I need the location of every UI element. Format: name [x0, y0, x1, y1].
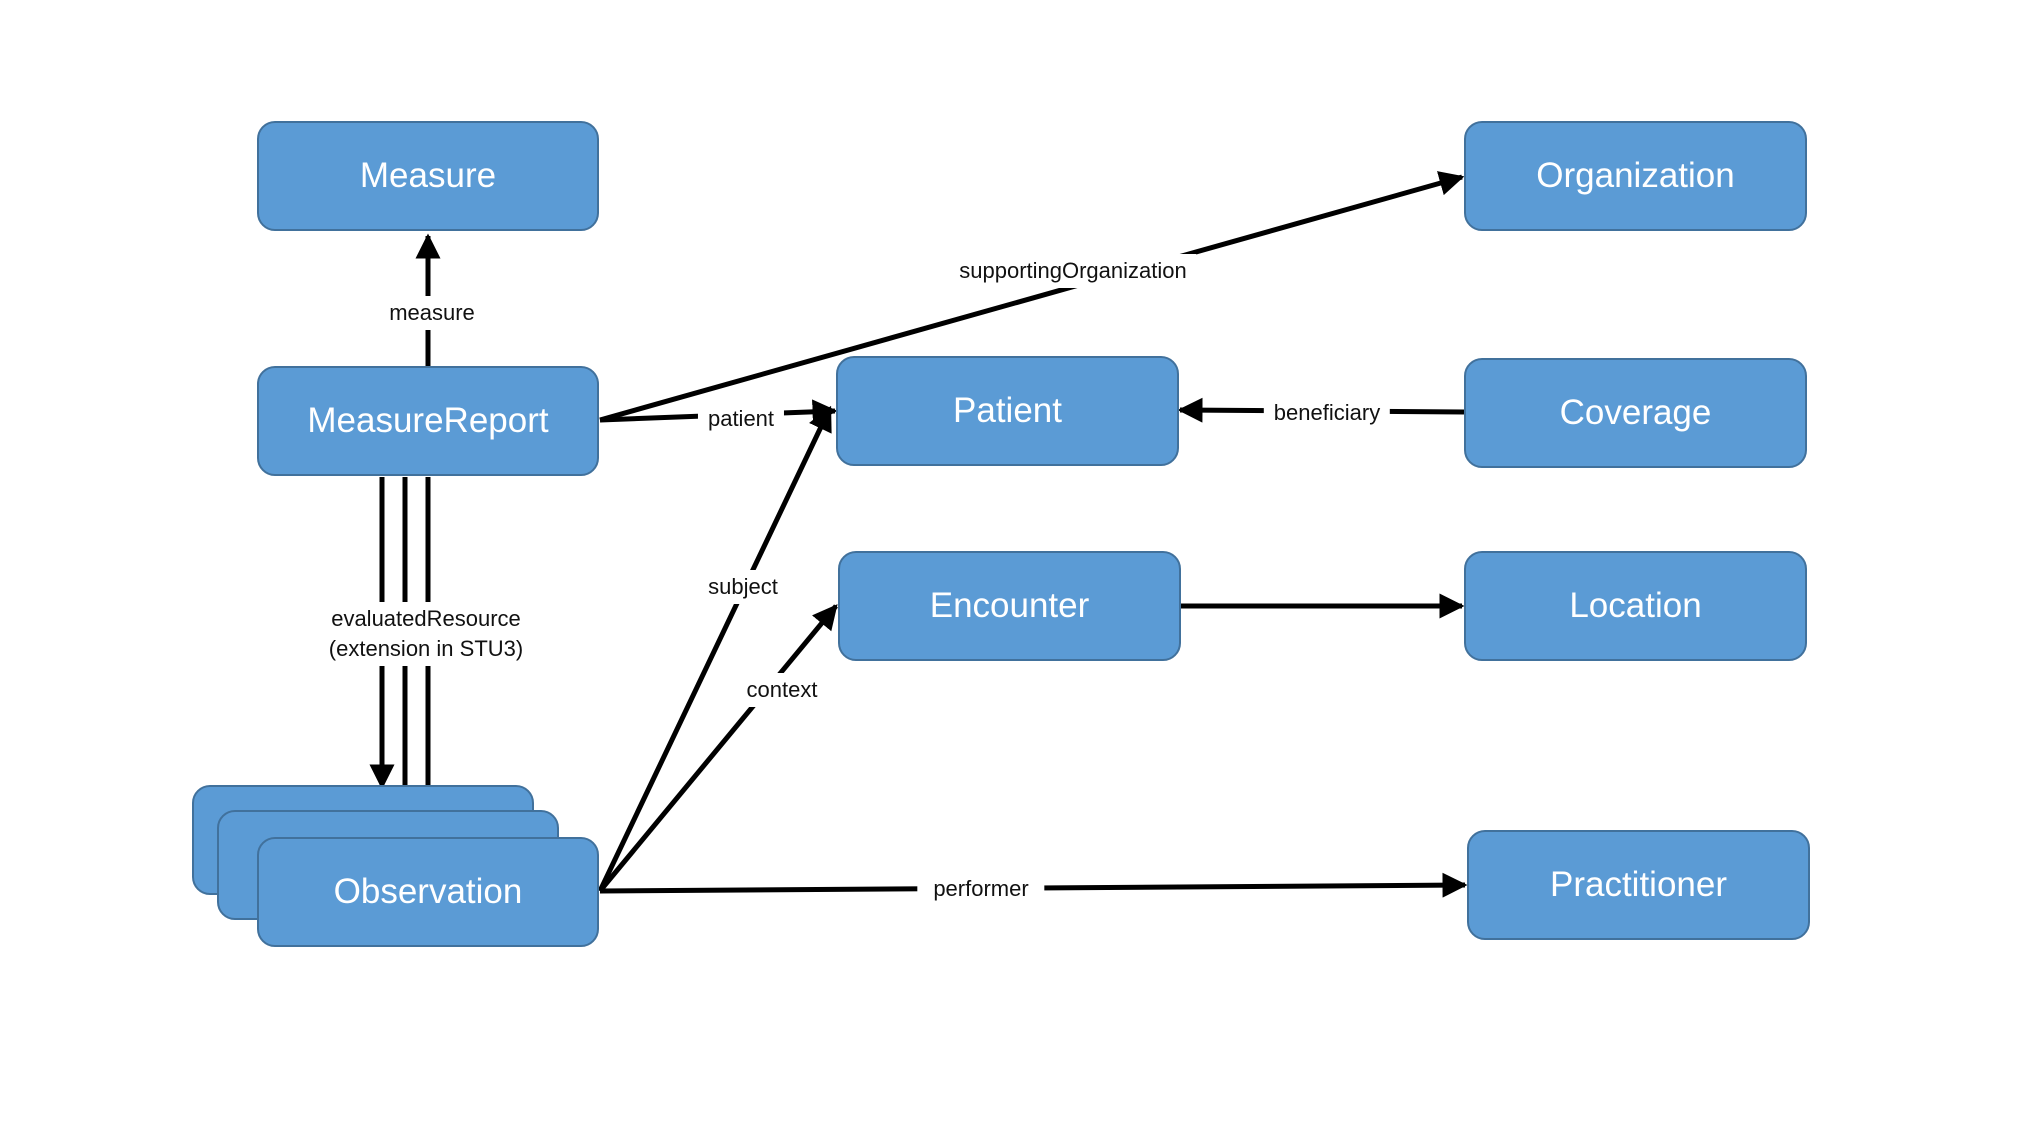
- label-evaluated-resource-line2: (extension in STU3): [328, 636, 524, 661]
- label-beneficiary: beneficiary: [1263, 396, 1391, 430]
- node-measure-report[interactable]: MeasureReport: [257, 366, 599, 476]
- label-evaluated-resource: evaluatedResource (extension in STU3): [324, 602, 528, 666]
- node-coverage[interactable]: Coverage: [1464, 358, 1807, 468]
- label-context: context: [736, 673, 828, 707]
- edge-context: [598, 604, 838, 893]
- label-patient: patient: [697, 402, 785, 436]
- node-patient[interactable]: Patient: [836, 356, 1179, 466]
- node-location[interactable]: Location: [1464, 551, 1807, 661]
- edge-subject: [597, 405, 833, 893]
- node-measure[interactable]: Measure: [257, 121, 599, 231]
- label-evaluated-resource-line1: evaluatedResource: [331, 606, 521, 631]
- label-supporting-organization: supportingOrganization: [949, 254, 1197, 288]
- label-subject: subject: [698, 570, 788, 604]
- edge-supporting-organization: [599, 171, 1465, 423]
- label-performer: performer: [917, 872, 1045, 906]
- label-measure: measure: [379, 296, 485, 330]
- node-organization[interactable]: Organization: [1464, 121, 1807, 231]
- node-encounter[interactable]: Encounter: [838, 551, 1181, 661]
- node-practitioner[interactable]: Practitioner: [1467, 830, 1810, 940]
- node-observation[interactable]: Observation: [257, 837, 599, 947]
